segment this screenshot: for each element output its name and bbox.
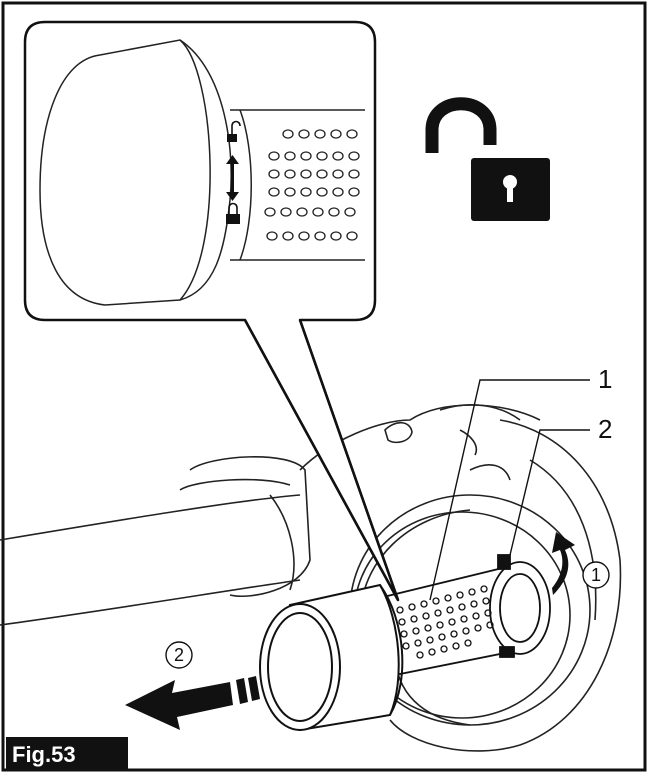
filter-screen (329, 554, 551, 686)
screen-holes (396, 585, 494, 659)
step-2-marker: 2 (165, 641, 193, 669)
unlock-icon (227, 120, 241, 142)
unlocked-padlock-icon (425, 97, 550, 221)
pull-arrow-icon (125, 676, 260, 730)
callout-2-label: 2 (598, 414, 612, 444)
step-1-number: 1 (591, 565, 601, 585)
callout-leaders (429, 379, 590, 601)
lock-icon (226, 202, 240, 224)
callout-1-label: 1 (598, 364, 612, 394)
figure-label: Fig.53 (12, 742, 76, 767)
double-arrow-icon (226, 155, 239, 201)
step-2-number: 2 (174, 645, 184, 665)
zoom-pointer (243, 319, 400, 601)
zoom-detail (39, 39, 365, 306)
nozzle-sleeve (259, 583, 404, 732)
step-1-marker: 1 (582, 561, 610, 589)
zoom-screen-holes (264, 129, 360, 241)
figure-label-tag: Fig.53 (6, 737, 128, 770)
rotate-arrow-icon (552, 532, 575, 595)
